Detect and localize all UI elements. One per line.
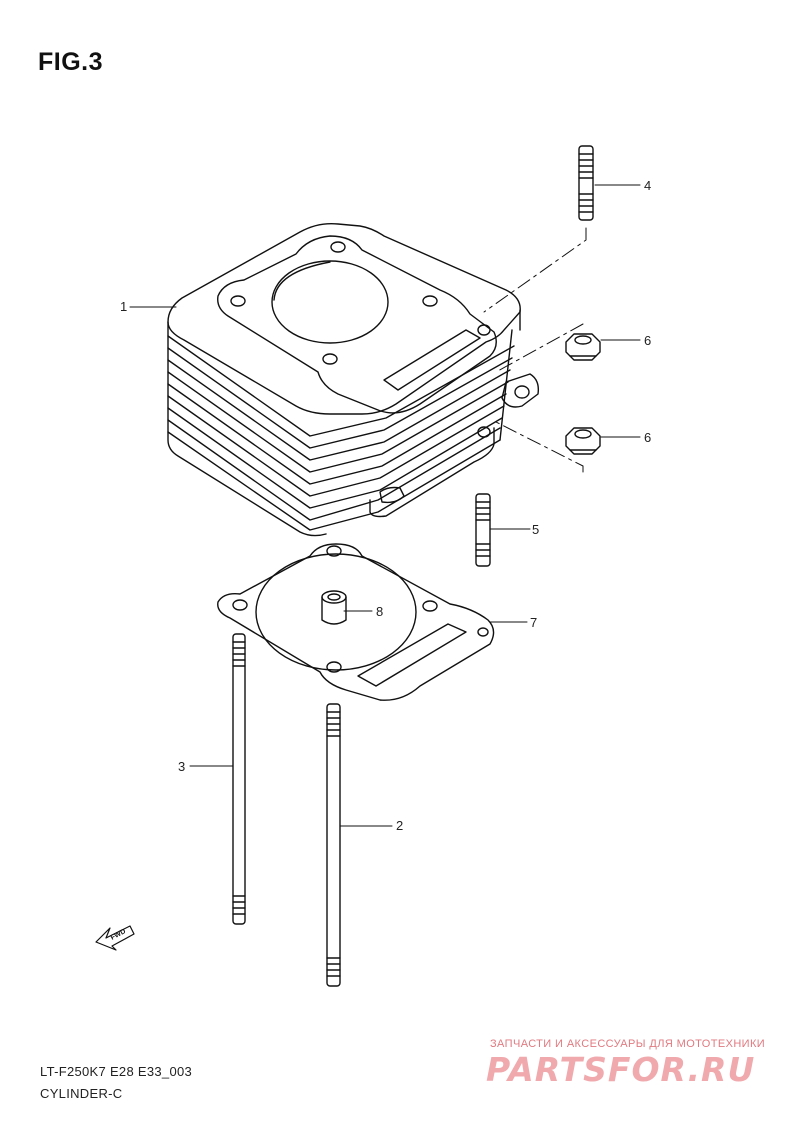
callout-6-lower: 6 xyxy=(644,430,652,445)
flange-nut-upper xyxy=(565,333,601,361)
figure-title: FIG.3 xyxy=(38,48,104,76)
callout-3: 3 xyxy=(178,759,186,774)
flange-nut-lower xyxy=(565,427,601,455)
stud-bolt-short xyxy=(475,493,491,567)
callout-4: 4 xyxy=(644,178,652,193)
model-code: LT-F250K7 E28 E33_003 xyxy=(40,1064,193,1079)
long-stud-bolt-right xyxy=(326,703,341,987)
long-stud-bolt-left xyxy=(232,633,246,925)
forward-direction-icon: FWD xyxy=(95,925,135,951)
callout-5: 5 xyxy=(532,522,540,537)
section-name: CYLINDER-C xyxy=(40,1086,123,1101)
cylinder-base-gasket xyxy=(217,543,495,701)
cylinder-block xyxy=(167,222,540,537)
callout-2: 2 xyxy=(396,818,404,833)
dowel-pin xyxy=(321,590,347,625)
assembly-dash-lines xyxy=(483,227,587,473)
watermark-tagline: ЗАПЧАСТИ И АКСЕССУАРЫ ДЛЯ МОТОТЕХНИКИ xyxy=(490,1038,766,1050)
callout-8: 8 xyxy=(376,604,384,619)
callout-7: 7 xyxy=(530,615,538,630)
leader-lines xyxy=(129,184,641,827)
callout-1: 1 xyxy=(120,299,128,314)
watermark-logo: PARTSFOR.RU xyxy=(486,1050,756,1089)
callout-6-upper: 6 xyxy=(644,333,652,348)
stud-bolt-upper xyxy=(578,145,594,221)
